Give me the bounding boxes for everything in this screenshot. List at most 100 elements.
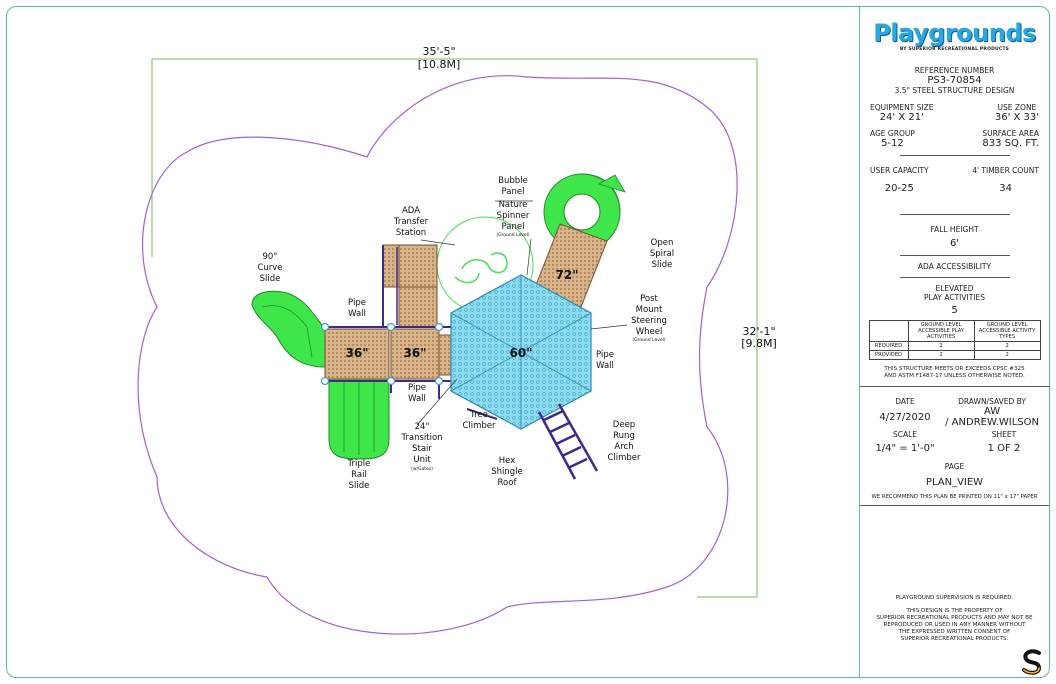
property-line-4: THE EXPRESSED WRITTEN CONSENT OF [898,629,1011,635]
label-hex-3: Roof [498,478,518,488]
scale-label: SCALE [892,430,918,439]
label-bubble-1: Bubble [498,176,528,186]
label-spiral-3: Slide [652,260,673,270]
equip-label: EQUIPMENT SIZE [870,103,934,112]
label-curve-slide-3: Slide [260,274,281,284]
label-nature-1: Nature [499,200,528,210]
design-type: 3.5" STEEL STRUCTURE DESIGN [894,86,1015,95]
property-line-2: SUPERIOR RECREATIONAL PRODUCTS AND MAY N… [876,615,1033,621]
label-rung-3: Arch [614,442,633,452]
label-post-3: Steering [631,316,667,326]
ada-label: ADA ACCESSIBILITY [917,262,992,271]
timber-value: 34 [999,183,1012,194]
dim-width-m: [10.8M] [418,58,461,71]
deck-height-36-right: 36" [404,346,427,360]
fall-label: FALL HEIGHT [930,225,979,234]
leader-lines [416,200,628,426]
use-zone-boundary [137,75,738,635]
timber-label: 4' TIMBER COUNT [972,166,1039,175]
label-curve-slide-2: Curve [257,263,282,273]
activity-table: GROUND LEVEL ACCESSIBLE PLAY ACTIVITIES … [868,320,1041,360]
row-label: REQUIRED [868,341,909,351]
ada-transfer-station [382,244,438,328]
label-ground-1: (Ground Level) [496,232,530,238]
table-row: REQUIRED 2 2 [868,341,1041,351]
dim-height-m: [9.8M] [741,337,777,350]
drawn-value-1: AW [983,406,1001,417]
triple-rail-slide [328,378,390,460]
label-tree-2: Climber [462,421,496,431]
row-label: PROVIDED [868,350,909,360]
capacity-label: USER CAPACITY [870,166,929,175]
label-rung-4: Climber [607,453,641,463]
label-post-1: Post [640,294,658,304]
label-pipe-wall-2b: Wall [596,361,614,371]
posts [320,322,444,386]
label-tree-1: Tree [469,410,488,420]
sheet-label: SHEET [991,430,1017,439]
play-activities-label: PLAY ACTIVITIES [923,293,986,302]
table-head-blank [868,320,909,342]
divider [899,155,1010,156]
label-nature-3: Panel [502,222,525,232]
label-pipe-wall-3b: Wall [408,394,426,404]
ref-number: PS3-70854 [927,75,982,86]
drawn-label: DRAWN/SAVED BY [958,397,1026,406]
label-rung-1: Deep [613,420,635,430]
date-label: DATE [895,397,915,406]
label-pipe-wall-1a: Pipe [348,298,366,308]
label-transition-1: 24" [415,422,430,432]
table-head-types: GROUND LEVEL ACCESSIBLE ACTIVITY TYPES [973,320,1041,342]
divider [860,505,1049,506]
table-row: PROVIDED 2 2 [868,350,1041,360]
label-w-gate: (w/Gates) [411,466,433,472]
age-value: 5-12 [881,138,904,149]
capacity-value: 20-25 [884,183,914,194]
label-transition-2: Transition [400,433,442,443]
brand-logo: Playgrounds [873,19,1036,47]
print-recommendation: WE RECOMMEND THIS PLAN BE PRINTED ON 11"… [871,494,1038,500]
dimension-lines [151,58,758,598]
property-line-3: REPRODUCED OR USED IN ANY MANNER WITHOUT [883,622,1026,628]
label-transition-3: Stair [412,444,432,454]
sheet-value: 1 OF 2 [987,443,1021,454]
elevated-label: ELEVATED [935,284,974,293]
use-value: 36' X 33' [994,112,1039,123]
row-cell: 2 [907,350,975,360]
drawn-value-2: / ANDREW.WILSON [945,417,1039,428]
property-line-5: SUPERIOR RECREATIONAL PRODUCTS. [900,636,1009,642]
superior-s-logo [1022,649,1042,675]
label-ground-2: (Ground Level) [632,337,666,343]
ref-label: REFERENCE NUMBER [914,66,995,75]
label-spiral-2: Spiral [650,249,674,259]
surface-label: SURFACE AREA [982,129,1039,138]
label-nature-2: Spinner [497,211,530,221]
curve-slide [251,290,326,368]
elevated-value: 5 [951,305,958,316]
label-bubble-2: Panel [502,187,525,197]
label-triple-3: Slide [349,481,370,491]
deep-rung-arch-climber [537,403,599,480]
label-triple-2: Rail [351,470,367,480]
label-rung-2: Rung [613,431,635,441]
row-cell: 2 [907,341,975,351]
label-hex-1: Hex [499,456,516,466]
scale-value: 1/4" = 1'-0" [875,443,935,454]
divider [899,255,1010,256]
divider [899,214,1010,215]
table-head-play: GROUND LEVEL ACCESSIBLE PLAY ACTIVITIES [907,320,975,342]
supervision-note: PLAYGROUND SUPERVISION IS REQUIRED. [895,595,1014,601]
label-pipe-wall-3a: Pipe [408,383,426,393]
deck-36-left [324,328,390,380]
hex-shingle-roof [450,274,592,430]
label-ada-1: ADA [402,206,420,216]
row-cell: 2 [973,350,1041,360]
plan-view: 35'-5" [10.8M] 32'-1" [9.8M] [137,45,777,635]
label-pipe-wall-2a: Pipe [596,350,614,360]
date-value: 4/27/2020 [879,412,931,423]
deck-height-72: 72" [556,268,579,282]
label-triple-1: Triple [347,459,371,469]
cpsc-line-2: AND ASTM F1487-17 UNLESS OTHERWISE NOTED… [884,373,1025,379]
label-transition-4: Unit [413,455,431,465]
use-label: USE ZONE [997,103,1037,112]
